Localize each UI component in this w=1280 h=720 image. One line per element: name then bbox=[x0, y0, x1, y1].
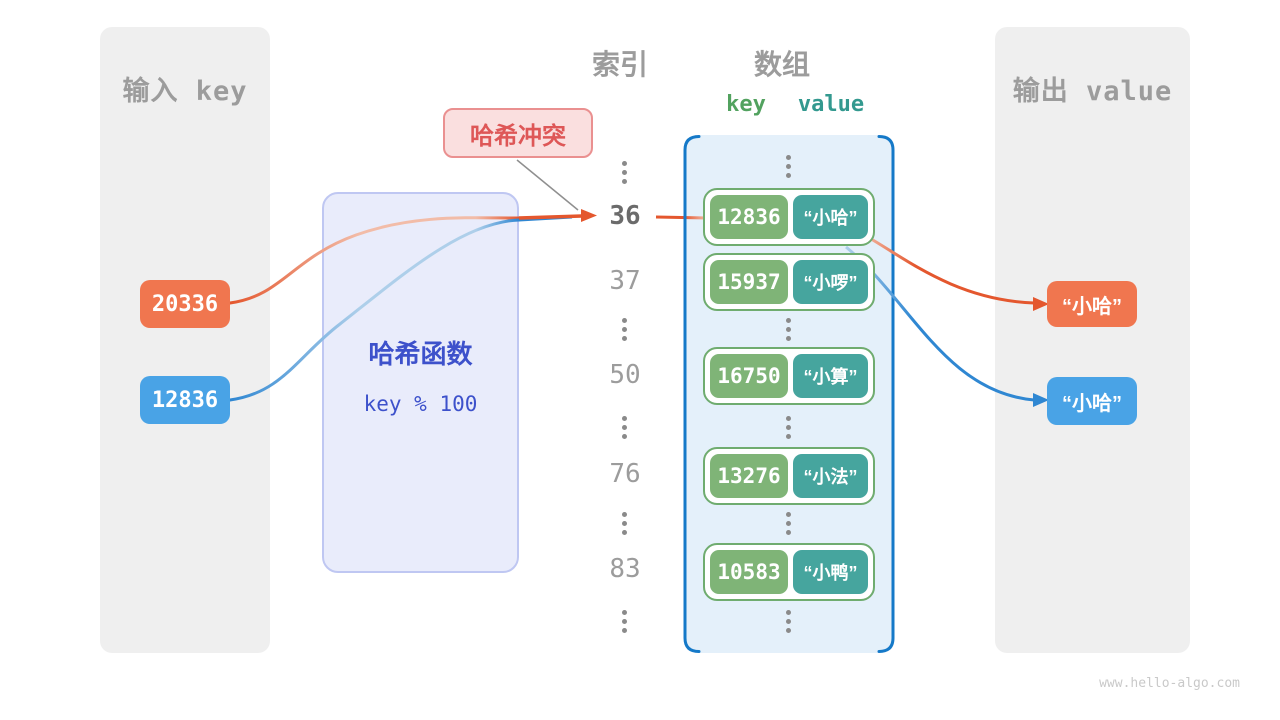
pair-value: “小啰” bbox=[793, 260, 868, 304]
vertical-ellipsis-icon bbox=[622, 318, 627, 341]
merged-arrow-blue-segment bbox=[518, 215, 573, 222]
pair-key: 10583 bbox=[710, 550, 788, 594]
index-label-36: 36 bbox=[609, 201, 641, 231]
pair-key: 13276 bbox=[710, 454, 788, 498]
index-label-37: 37 bbox=[609, 266, 641, 296]
vertical-ellipsis-icon bbox=[622, 161, 627, 184]
vertical-ellipsis-icon bbox=[786, 512, 791, 535]
pair-value: “小鸭” bbox=[793, 550, 868, 594]
array-pair-row: 16750 “小算” bbox=[703, 347, 875, 405]
vertical-ellipsis-icon bbox=[786, 318, 791, 341]
hash-function-box: 哈希函数 key % 100 bbox=[322, 192, 519, 573]
array-pair-row: 10583 “小鸭” bbox=[703, 543, 875, 601]
collision-pointer-line bbox=[516, 159, 579, 211]
output-value-blue: “小哈” bbox=[1047, 377, 1137, 425]
vertical-ellipsis-icon bbox=[786, 416, 791, 439]
pair-key: 16750 bbox=[710, 354, 788, 398]
index-label-83: 83 bbox=[609, 554, 641, 584]
index-column-title: 索引 bbox=[591, 49, 648, 80]
array-pair-row: 12836 “小哈” bbox=[703, 188, 875, 246]
hash-function-name: 哈希函数 bbox=[368, 339, 473, 369]
output-value-orange: “小哈” bbox=[1047, 281, 1137, 327]
watermark: www.hello-algo.com bbox=[1099, 676, 1240, 691]
pair-key: 12836 bbox=[710, 195, 788, 239]
input-panel-title: 输入 key bbox=[122, 76, 248, 107]
vertical-ellipsis-icon bbox=[786, 155, 791, 178]
input-key-12836: 12836 bbox=[140, 376, 230, 424]
array-column-title: 数组 bbox=[753, 49, 810, 80]
pair-key: 15937 bbox=[710, 260, 788, 304]
pair-value: “小法” bbox=[793, 454, 868, 498]
output-panel-title: 输出 value bbox=[1012, 76, 1173, 107]
index-label-76: 76 bbox=[609, 459, 641, 489]
hash-function-formula: key % 100 bbox=[363, 392, 478, 416]
vertical-ellipsis-icon bbox=[786, 610, 791, 633]
output-panel: 输出 value bbox=[995, 27, 1190, 653]
vertical-ellipsis-icon bbox=[622, 512, 627, 535]
vertical-ellipsis-icon bbox=[622, 610, 627, 633]
value-column-header: value bbox=[797, 92, 865, 117]
index-label-50: 50 bbox=[609, 360, 641, 390]
pair-value: “小算” bbox=[793, 354, 868, 398]
collision-label: 哈希冲突 bbox=[443, 108, 593, 158]
key-column-header: key bbox=[726, 92, 766, 117]
array-pair-row: 15937 “小啰” bbox=[703, 253, 875, 311]
merged-arrow-orange-segment bbox=[518, 214, 583, 220]
pair-value: “小哈” bbox=[793, 195, 868, 239]
vertical-ellipsis-icon bbox=[622, 416, 627, 439]
input-key-20336: 20336 bbox=[140, 280, 230, 328]
input-panel: 输入 key bbox=[100, 27, 270, 653]
array-pair-row: 13276 “小法” bbox=[703, 447, 875, 505]
